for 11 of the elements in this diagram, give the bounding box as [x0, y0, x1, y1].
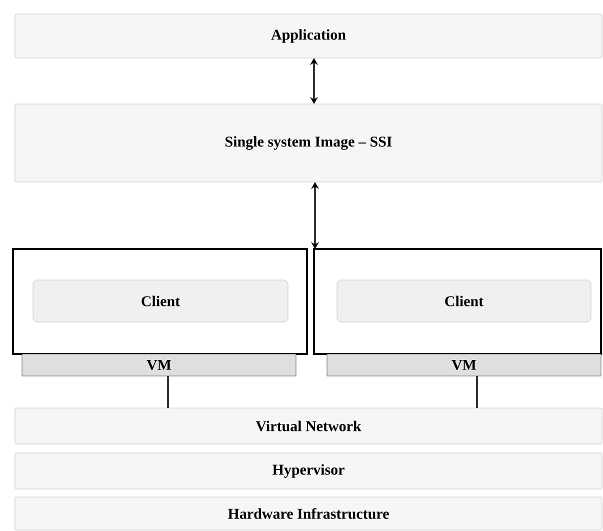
layer-bar: Hardware Infrastructure: [14, 496, 602, 530]
connector-line: [167, 376, 169, 408]
layer-bar: Hypervisor: [14, 452, 602, 490]
layer-bar: Virtual Network: [14, 408, 602, 444]
vm-bar: VM: [326, 354, 602, 376]
layer-panel: Single system Image – SSI: [14, 104, 602, 182]
connector-line: [476, 376, 478, 408]
vm-bar: VM: [22, 354, 296, 376]
client-button: Client: [32, 280, 288, 322]
client-button: Client: [336, 280, 592, 322]
layer-bar: Application: [14, 14, 602, 58]
